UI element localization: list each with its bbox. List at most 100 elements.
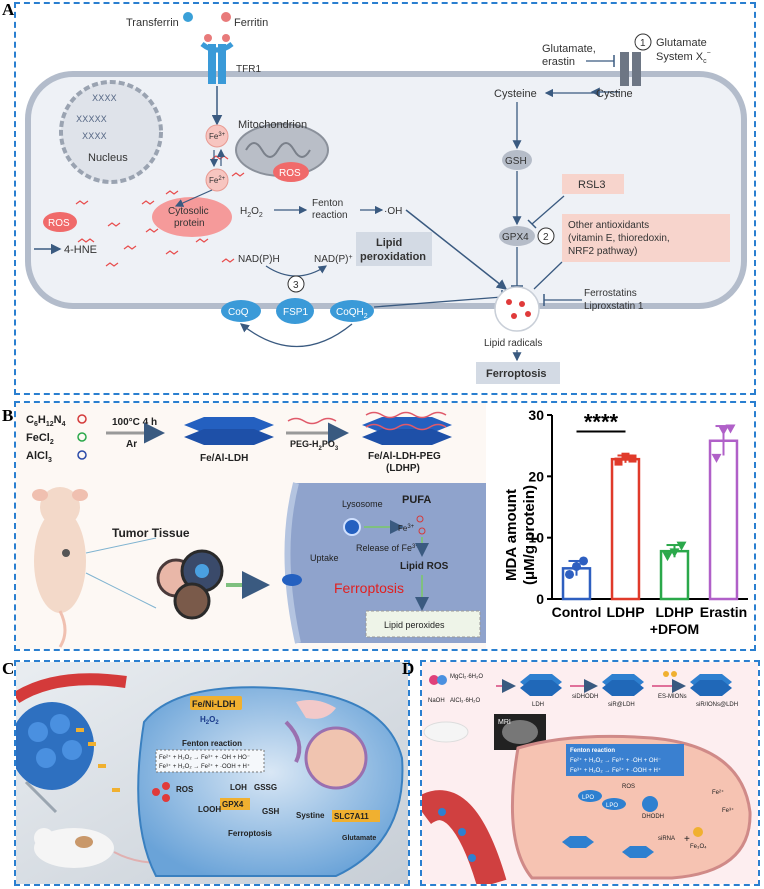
x-tick-label: LDHP — [606, 604, 644, 620]
data-point — [662, 552, 673, 562]
svg-text:Lipid radicals: Lipid radicals — [484, 338, 542, 349]
cell-c — [137, 686, 404, 877]
svg-text:Ferritin: Ferritin — [234, 17, 268, 29]
svg-text:NaOH: NaOH — [428, 698, 445, 704]
svg-text:Ferroptosis: Ferroptosis — [334, 580, 404, 596]
svg-text:MgCl₂·6H₂O: MgCl₂·6H₂O — [450, 674, 483, 680]
svg-text:Fe/Al-LDH: Fe/Al-LDH — [200, 453, 248, 464]
panel-b-scheme: C6H12N4 FeCl2 AlCl3 100°C 4 h Ar Fe/Al-L… — [16, 403, 486, 649]
svg-text:Lipid: Lipid — [376, 237, 402, 249]
svg-text:LOOH: LOOH — [198, 805, 221, 814]
svg-text:Fe²⁺ + H₂O₂ → Fe³⁺ + ·OH + HO⁻: Fe²⁺ + H₂O₂ → Fe³⁺ + ·OH + HO⁻ — [159, 754, 250, 761]
svg-text:reaction: reaction — [312, 210, 348, 221]
svg-text:siRNA: siRNA — [658, 836, 675, 842]
svg-text:peroxidation: peroxidation — [360, 251, 426, 263]
data-point — [669, 548, 680, 558]
svg-text:Fenton: Fenton — [312, 198, 343, 209]
svg-text:LOH: LOH — [230, 783, 247, 792]
system-xc-transporter — [620, 52, 629, 86]
svg-text:AlCl₃·6H₂O: AlCl₃·6H₂O — [450, 698, 480, 704]
svg-text:FSP1: FSP1 — [283, 307, 308, 318]
x-tick-label: Erastin — [700, 604, 747, 620]
tfr1-receptor — [208, 44, 216, 84]
fenton-box — [566, 744, 684, 776]
svg-text:PUFA: PUFA — [402, 494, 431, 506]
svg-text:Systine: Systine — [296, 811, 325, 820]
ros-mito-label: ROS — [279, 168, 301, 179]
svg-text:Cysteine: Cysteine — [494, 88, 537, 100]
sir-ldh-d — [602, 674, 644, 696]
data-point — [572, 561, 581, 571]
bar — [708, 439, 739, 601]
svg-text:C6H12N4: C6H12N4 — [26, 414, 66, 428]
svg-text:Glutamate: Glutamate — [656, 37, 707, 49]
svg-text:Ar: Ar — [126, 439, 137, 450]
lipid-peroxides-box — [365, 610, 481, 638]
ros-left-label: ROS — [48, 218, 70, 229]
gsh-node — [502, 150, 532, 170]
x-tick-label: Control — [552, 604, 602, 620]
svg-text:siDHODH: siDHODH — [572, 694, 598, 700]
ldh-in-cell — [562, 836, 654, 858]
fe3-circle — [205, 124, 229, 148]
svg-text:Ferroptosis: Ferroptosis — [486, 368, 547, 380]
svg-text:GSSG: GSSG — [254, 783, 277, 792]
svg-text:GPX4: GPX4 — [222, 800, 244, 809]
circle-2 — [537, 227, 555, 245]
data-point — [725, 424, 736, 434]
svg-text:LDH: LDH — [532, 702, 544, 708]
svg-text:ⅩⅩⅩⅩⅩ: ⅩⅩⅩⅩⅩ — [76, 114, 107, 124]
svg-text:Transferrin: Transferrin — [126, 17, 179, 29]
mouse-illustration — [32, 487, 88, 648]
y-axis-label-2: (μM/g protein) — [521, 485, 538, 585]
hne-label: 4-HNE — [64, 244, 97, 256]
circle-3 — [287, 275, 305, 293]
svg-text:+: + — [684, 834, 690, 845]
svg-text:Fe²⁺ + H₂O₂ → Fe³⁺ + ·OH + OH⁻: Fe²⁺ + H₂O₂ → Fe³⁺ + ·OH + OH⁻ — [570, 757, 661, 764]
data-point — [676, 541, 687, 551]
svg-text:Fe2+: Fe2+ — [209, 176, 226, 185]
fe-ni-ldh-label-box — [190, 696, 242, 710]
svg-text:Fenton reaction: Fenton reaction — [570, 748, 615, 754]
svg-text:100°C 4 h: 100°C 4 h — [112, 417, 157, 428]
svg-text:ⅩⅩⅩⅩ: ⅩⅩⅩⅩ — [82, 131, 107, 141]
svg-text:LPO: LPO — [582, 795, 594, 801]
data-point — [621, 452, 630, 461]
ldh-d — [520, 674, 562, 696]
svg-text:Fe³⁺ + H₂O₂ → Fe²⁺ + ·OOH + H⁺: Fe³⁺ + H₂O₂ → Fe²⁺ + ·OOH + H⁺ — [159, 763, 250, 770]
svg-text:SLC7A11: SLC7A11 — [334, 812, 369, 821]
svg-text:ES-MIONs: ES-MIONs — [658, 694, 687, 700]
fe-al-ldh-stack — [184, 417, 274, 445]
svg-text:Ferroptosis: Ferroptosis — [228, 829, 273, 838]
data-point — [718, 426, 729, 436]
ldhp-stack — [362, 411, 452, 445]
ros-blob-left — [43, 212, 77, 232]
svg-text:siR@LDH: siR@LDH — [608, 702, 635, 708]
panel-d-label: D — [402, 659, 415, 678]
data-point — [565, 569, 574, 579]
svg-text:protein: protein — [174, 218, 205, 229]
svg-text:System Xc−: System Xc− — [656, 50, 711, 65]
coq-node — [221, 300, 261, 322]
svg-text:NAD(P)H: NAD(P)H — [238, 254, 280, 265]
svg-text:1: 1 — [640, 38, 646, 49]
data-point — [711, 453, 722, 463]
svg-text:H2O2: H2O2 — [200, 715, 219, 726]
ferroptosis-box — [476, 362, 560, 384]
cell-body — [287, 483, 486, 643]
svg-text:Glutamate,: Glutamate, — [542, 43, 596, 55]
panel-a-diagram: ⅩⅩⅩⅩ ⅩⅩⅩⅩⅩ ⅩⅩⅩⅩ Nucleus Mitochondrion RO… — [25, 12, 747, 384]
y-tick-label: 20 — [528, 468, 544, 484]
mitochondrion-label: Mitochondrion — [238, 119, 307, 131]
svg-text:Cystine: Cystine — [596, 88, 633, 100]
svg-text:3: 3 — [293, 280, 299, 291]
panel-b-label: B — [2, 406, 14, 425]
svg-text:CoQH2: CoQH2 — [336, 307, 368, 320]
final-ldh-d — [690, 674, 732, 696]
y-tick-label: 10 — [528, 530, 544, 546]
panel-c-illustration: Fe/Ni-LDH H2O2 Fenton reaction Fe²⁺ + H₂… — [16, 662, 408, 884]
svg-text:Other antioxidants: Other antioxidants — [568, 220, 649, 231]
svg-text:Fe/Ni-LDH: Fe/Ni-LDH — [192, 699, 236, 709]
svg-text:GSH: GSH — [505, 156, 527, 167]
fsp1-node — [276, 298, 314, 324]
